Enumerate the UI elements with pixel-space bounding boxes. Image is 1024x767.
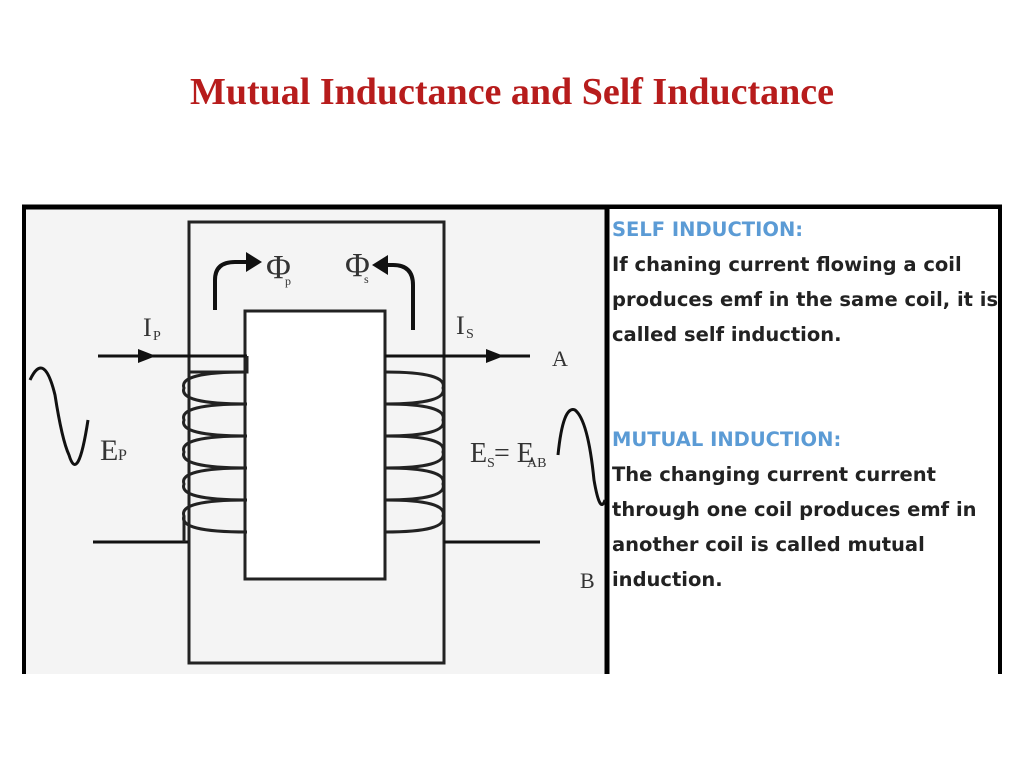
mutual-induction-line-4: induction. (612, 568, 723, 591)
terminal-a-label: A (552, 346, 568, 371)
primary-current-arrowhead (138, 349, 156, 363)
induction-text-panel: SELF INDUCTION: If chaning current flowi… (612, 212, 998, 672)
ip-subscript: P (153, 329, 161, 344)
slide-title: Mutual Inductance and Self Inductance (190, 71, 834, 113)
primary-ac-source-wave (28, 366, 90, 466)
ip-label: I (143, 313, 152, 342)
flux-s-arrowhead (372, 255, 388, 275)
es-equals: = E (494, 438, 534, 469)
es-subscript: S (487, 456, 495, 471)
transformer-core-window (243, 309, 387, 581)
secondary-current-arrowhead (486, 349, 504, 363)
flux-s-label: Φ (345, 247, 370, 284)
mutual-induction-heading: MUTUAL INDUCTION: (612, 428, 842, 451)
is-label: I (456, 311, 465, 340)
flux-s-subscript: s (364, 272, 369, 286)
self-induction-line-1: If chaning current flowing a coil (612, 253, 962, 276)
flux-p-subscript: p (285, 274, 291, 288)
mutual-induction-line-2: through one coil produces emf in (612, 498, 977, 521)
secondary-ac-source-wave (556, 408, 607, 506)
terminal-b-label: B (580, 568, 595, 593)
es-eq-subscript: AB (527, 456, 546, 471)
ep-label: E (100, 434, 118, 467)
section-gap (612, 352, 998, 422)
is-subscript: S (466, 327, 474, 342)
flux-p-label: Φ (266, 249, 291, 286)
text-panel-background (608, 209, 998, 674)
ep-subscript: P (118, 447, 127, 464)
mutual-induction-line-1: The changing current current (612, 463, 936, 486)
flux-s-arrow (385, 263, 415, 330)
flux-p-arrow (213, 260, 248, 310)
mutual-induction-line-3: another coil is called mutual (612, 533, 925, 556)
es-label: E (470, 438, 487, 469)
self-induction-heading: SELF INDUCTION: (612, 218, 804, 241)
flux-p-arrowhead (246, 252, 262, 272)
primary-winding (182, 356, 249, 542)
self-induction-line-3: called self induction. (612, 323, 842, 346)
self-induction-line-2: produces emf in the same coil, it is (612, 288, 998, 311)
secondary-winding (383, 356, 445, 534)
